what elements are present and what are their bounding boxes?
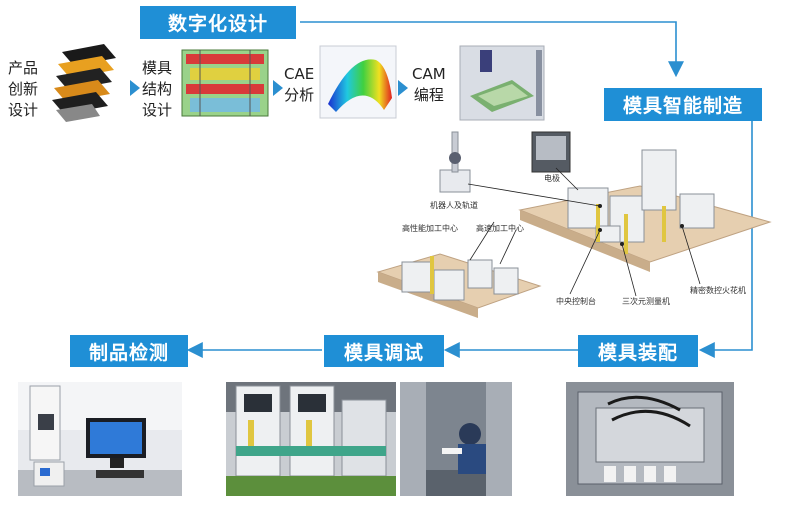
label-product-innovation: 产品 创新 设计 — [8, 59, 39, 119]
label-cae: CAE 分析 — [284, 65, 315, 104]
inspection-photo — [18, 382, 182, 496]
label-mold-structure: 模具 结构 设计 — [142, 59, 173, 119]
arrow-design-to-manufacturing — [300, 21, 684, 78]
assembly-photo — [566, 382, 734, 496]
label-precision-center: 高速加工中心 — [476, 224, 524, 233]
stage-digital-design: 数字化设计 — [140, 6, 296, 39]
cam-programming-image — [459, 45, 545, 121]
debugging-photo-operator — [400, 382, 512, 496]
phone-exploded-image — [52, 44, 116, 122]
cae-analysis-image — [319, 45, 397, 119]
arrow-manufacturing-to-assembly — [698, 106, 753, 358]
label-robot-rail: 机器人及轨道 — [430, 201, 478, 210]
mold-structure-image — [181, 49, 269, 117]
step-arrow-1 — [130, 80, 140, 96]
stage-inspection: 制品检测 — [70, 335, 188, 367]
label-cam: CAM 编程 — [412, 65, 446, 104]
debugging-photo-machines — [226, 382, 396, 496]
label-cmm: 三次元测量机 — [622, 297, 670, 306]
step-arrow-2 — [273, 80, 283, 96]
label-high-speed-center: 高性能加工中心 — [402, 224, 458, 233]
label-central-control: 中央控制台 — [556, 297, 596, 306]
step-arrow-3 — [398, 80, 408, 96]
label-edm: 电极 — [544, 174, 560, 183]
stage-assembly: 模具装配 — [578, 335, 698, 367]
stage-debugging: 模具调试 — [324, 335, 444, 367]
label-spark-machine: 精密数控火花机 — [690, 286, 746, 295]
stage-intelligent-manufacturing: 模具智能制造 — [604, 88, 762, 121]
